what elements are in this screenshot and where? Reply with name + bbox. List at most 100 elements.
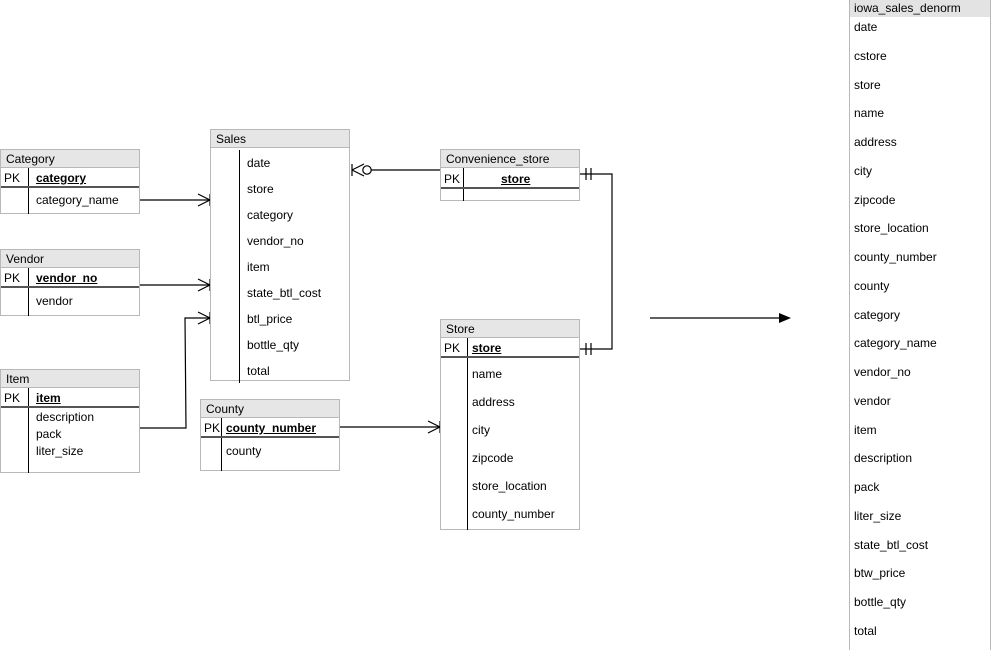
attribute-name: date [247, 156, 271, 170]
entity-vendor-pk-row: PK vendor_no [1, 268, 139, 288]
denorm-column: bottle_qty [854, 595, 907, 609]
denorm-column: county [854, 278, 890, 293]
relationship-convenience-store-store [580, 168, 613, 355]
denorm-column: vendor_no [854, 365, 911, 379]
entity-sales-attribute-row: store [211, 176, 349, 202]
entity-store-attribute-row: address [441, 388, 579, 416]
relationship-county-store [340, 420, 441, 434]
entity-category[interactable]: Category PK category category_name [0, 149, 140, 214]
denorm-column: county_number [854, 250, 937, 264]
denorm-table-title: iowa_sales_denorm [850, 0, 990, 17]
denorm-column: name [854, 106, 885, 121]
entity-sales-attribute-row: btl_price [211, 306, 349, 332]
entity-sales-title: Sales [211, 130, 349, 148]
relationship-sales-convenience-store [351, 163, 442, 177]
entity-sales-attribute-row: bottle_qty [211, 332, 349, 358]
pk-divider [441, 356, 579, 358]
pk-gutter-rule [239, 150, 240, 383]
attribute-name: vendor_no [36, 271, 98, 285]
relationship-category-sales [140, 193, 211, 207]
entity-category-title: Category [1, 150, 139, 168]
pk-divider [1, 286, 139, 288]
entity-county[interactable]: County PK county_number county [200, 399, 340, 471]
denorm-column: pack [854, 480, 880, 494]
denorm-column: cstore [854, 48, 887, 63]
entity-vendor[interactable]: Vendor PK vendor_no vendor [0, 249, 140, 316]
denorm-column: total [854, 623, 877, 638]
denorm-column: address [854, 135, 897, 149]
entity-convenience-store[interactable]: Convenience_store PK store [440, 149, 580, 201]
attribute-name: store_location [472, 479, 547, 493]
attribute-name: vendor_no [247, 234, 304, 248]
denormalization-arrow [650, 313, 791, 323]
attribute-name: city [472, 423, 490, 437]
pk-marker: PK [444, 171, 461, 186]
attribute-name: category [247, 208, 294, 222]
pk-marker: PK [4, 171, 21, 185]
attribute-name: total [247, 364, 270, 378]
attribute-name: item [247, 260, 270, 274]
attribute-name: btl_price [247, 312, 293, 326]
pk-gutter-rule [28, 388, 29, 473]
denorm-column: liter_size [854, 508, 902, 523]
entity-store-attribute-row: county_number [441, 500, 579, 528]
pk-marker: PK [204, 421, 221, 435]
entity-item-title: Item [1, 370, 139, 388]
denorm-column: city [854, 163, 872, 178]
entity-item-attribute-row: description [1, 408, 139, 425]
attribute-name: county_number [472, 507, 555, 521]
attribute-name: zipcode [472, 451, 514, 465]
entity-sales-attribute-row: vendor_no [211, 228, 349, 254]
attribute-name: vendor [36, 294, 73, 308]
entity-category-attribute-row: category_name [1, 188, 139, 212]
attribute-name: category_name [36, 193, 119, 207]
entity-sales-attribute-row: date [211, 150, 349, 176]
attribute-name: county_number [226, 421, 317, 435]
denorm-column: store [854, 77, 881, 92]
attribute-name: state_btl_cost [247, 286, 322, 300]
entity-county-pk-row: PK county_number [201, 418, 339, 438]
entity-vendor-attribute-row: vendor [1, 288, 139, 314]
attribute-name: county [226, 444, 262, 458]
entity-sales-attribute-row: state_btl_cost [211, 280, 349, 306]
entity-category-pk-row: PK category [1, 168, 139, 188]
entity-vendor-title: Vendor [1, 250, 139, 268]
denorm-column: description [854, 451, 913, 466]
entity-county-attribute-row: county [201, 438, 339, 464]
attribute-name: category [36, 171, 87, 185]
denorm-column: date [854, 20, 878, 34]
entity-store-attribute-row: name [441, 360, 579, 388]
attribute-name: item [36, 391, 61, 405]
entity-sales-attribute-row: item [211, 254, 349, 280]
pk-gutter-rule [28, 168, 29, 214]
denorm-table-panel[interactable]: iowa_sales_denorm date cstore store name… [849, 0, 991, 650]
denorm-column: store_location [854, 221, 929, 236]
pk-marker: PK [4, 391, 21, 405]
entity-convenience-store-pk-row: PK store [441, 168, 579, 189]
attribute-name: description [36, 409, 95, 424]
pk-marker: PK [4, 271, 21, 285]
entity-item[interactable]: Item PK item description pack liter_size [0, 369, 140, 473]
relationship-vendor-sales [140, 278, 211, 292]
attribute-name: liter_size [36, 443, 84, 458]
entity-sales[interactable]: Sales date store category vendor_no item [210, 129, 350, 383]
entity-store-attribute-row: store_location [441, 472, 579, 500]
entity-convenience-store-title: Convenience_store [441, 150, 579, 168]
attribute-name: store [247, 182, 274, 196]
denorm-column: category_name [854, 336, 937, 351]
attribute-name: store [472, 341, 502, 355]
attribute-name: address [472, 395, 515, 409]
entity-store-title: Store [441, 320, 579, 338]
pk-divider [441, 187, 579, 189]
pk-gutter-rule [467, 338, 468, 530]
denorm-column: item [854, 422, 877, 437]
attribute-name: pack [36, 426, 62, 441]
entity-item-pk-row: PK item [1, 388, 139, 408]
attribute-name: name [472, 367, 503, 381]
attribute-name: bottle_qty [247, 338, 300, 352]
attribute-name: store [501, 171, 531, 186]
entity-item-attribute-row: liter_size [1, 442, 139, 459]
pk-gutter-rule [28, 268, 29, 316]
entity-store[interactable]: Store PK store name address city [440, 319, 580, 530]
